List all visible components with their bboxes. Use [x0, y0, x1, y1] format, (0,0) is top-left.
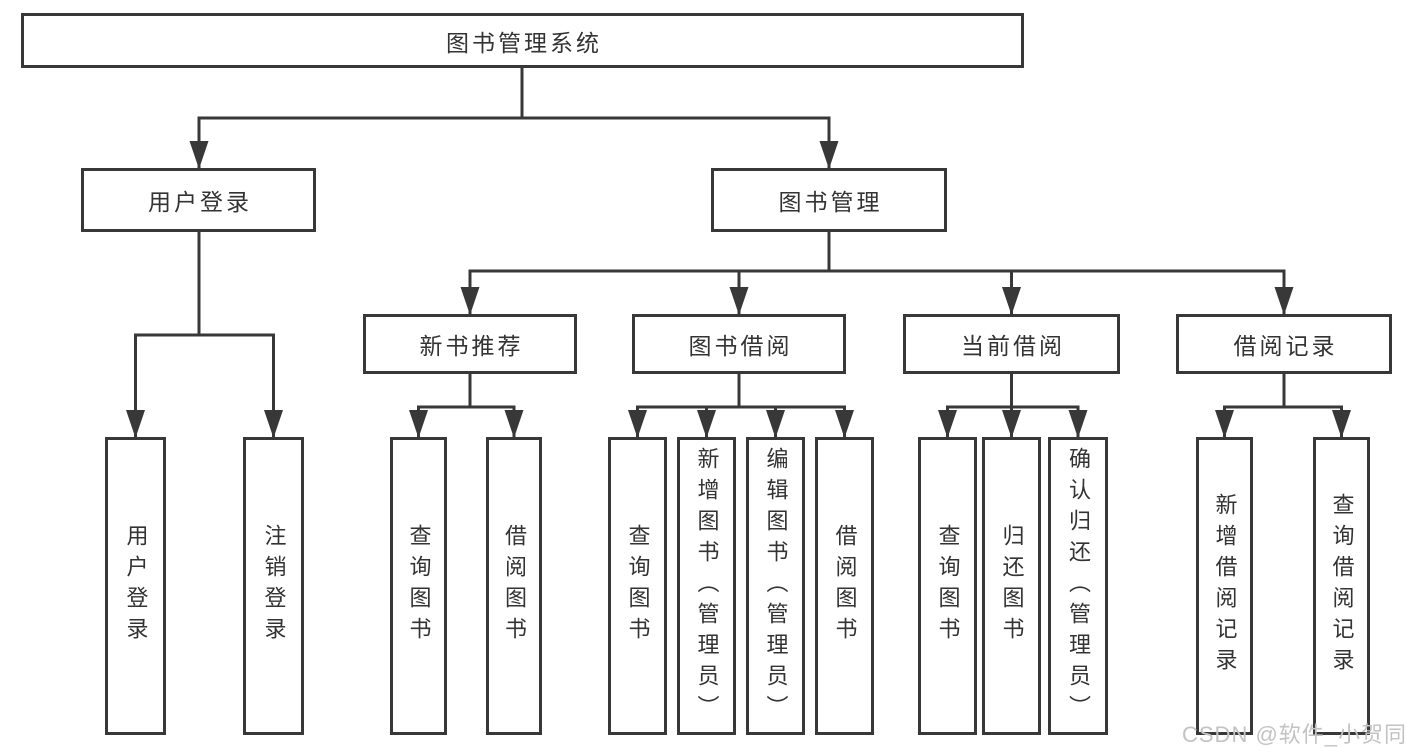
leaf-label: 新增图书（管理员）	[694, 446, 720, 726]
leaf-record-add-borrow-record: 新增借阅记录	[1196, 437, 1253, 735]
leaf-label: 借阅图书	[832, 524, 858, 648]
leaf-label: 归还图书	[999, 524, 1025, 648]
node-label: 借阅记录	[1233, 333, 1338, 359]
leaf-label: 新增借阅记录	[1212, 493, 1238, 679]
leaf-label: 查询图书	[935, 524, 961, 648]
node-borrow-record: 借阅记录	[1176, 314, 1392, 374]
node-book-management: 图书管理	[711, 168, 947, 232]
leaf-current-return-books: 归还图书	[982, 437, 1041, 735]
leaf-label: 查询图书	[406, 524, 432, 648]
csdn-watermark: CSDN @软件_小贺同学	[1182, 722, 1405, 747]
leaf-record-query-borrow-record: 查询借阅记录	[1313, 437, 1370, 735]
leaf-label: 确认归还（管理员）	[1066, 446, 1091, 726]
leaf-label: 编辑图书（管理员）	[763, 446, 789, 726]
node-book-borrow: 图书借阅	[632, 314, 846, 374]
node-label: 图书管理	[778, 189, 883, 215]
node-label: 图书管理系统	[446, 29, 602, 56]
node-label: 图书借阅	[688, 333, 793, 359]
node-label: 当前借阅	[961, 333, 1065, 359]
node-root-system: 图书管理系统	[21, 13, 1024, 68]
leaf-user-login: 用户登录	[105, 437, 166, 735]
node-new-book-recommend: 新书推荐	[363, 314, 577, 374]
leaf-label: 查询图书	[625, 524, 651, 648]
leaf-borrow-edit-books-admin: 编辑图书（管理员）	[746, 437, 805, 735]
node-label: 新书推荐	[419, 333, 524, 359]
leaf-logout: 注销登录	[243, 437, 304, 735]
leaf-current-confirm-return-admin: 确认归还（管理员）	[1048, 437, 1108, 735]
leaf-current-query-books: 查询图书	[918, 437, 977, 735]
leaf-borrow-query-books: 查询图书	[608, 437, 667, 735]
leaf-label: 查询借阅记录	[1329, 493, 1355, 679]
leaf-borrow-add-books-admin: 新增图书（管理员）	[677, 437, 736, 735]
leaf-borrow-borrow-books: 借阅图书	[815, 437, 874, 735]
leaf-label: 借阅图书	[502, 524, 527, 648]
node-label: 用户登录	[148, 189, 252, 215]
leaf-label: 注销登录	[261, 524, 287, 648]
node-user-login: 用户登录	[81, 168, 316, 232]
node-current-borrow: 当前借阅	[903, 314, 1120, 374]
leaf-recommend-borrow-books: 借阅图书	[486, 437, 542, 735]
leaf-recommend-query-books: 查询图书	[390, 437, 447, 735]
leaf-label: 用户登录	[123, 524, 149, 648]
